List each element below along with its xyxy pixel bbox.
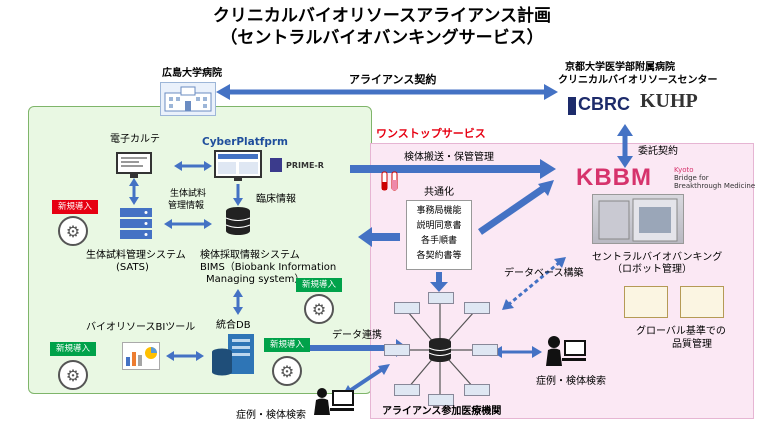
one-stop-panel: [370, 143, 754, 419]
database-hub-icon: [426, 336, 454, 364]
gear-icon: ⚙: [58, 216, 88, 246]
emr-label: 電子カルテ: [110, 134, 160, 145]
consignment-arrow: [617, 124, 633, 168]
db-build-arrow: [502, 257, 566, 310]
bims-line1: 検体採取情報システム: [200, 250, 300, 261]
common-item: 説明同意書: [416, 221, 462, 231]
integrated-db-label: 統合DB: [216, 320, 251, 331]
new-badge-bi: 新規導入: [50, 342, 97, 356]
cbrc-logo-text: CBRC: [578, 94, 630, 114]
sats-line1: 生体試料管理システム: [86, 250, 186, 261]
cyberplatform-label: CyberPlatfprm: [202, 136, 288, 148]
alliance-members-label: アライアンス参加医療機関: [382, 406, 502, 417]
kbbm-logo-text: KBBM: [576, 164, 652, 191]
db-build-label: データベース構築: [504, 268, 584, 279]
kuhp-logo: KUHP: [640, 90, 706, 120]
clinic-icon: [428, 394, 454, 406]
new-badge-db: 新規導入: [264, 338, 311, 352]
sats-bims-arrow: [164, 219, 212, 229]
case-search-right-label: 症例・検体検索: [536, 376, 606, 387]
bims-db-arrow: [233, 289, 243, 315]
common-item: 各手順書: [420, 236, 457, 246]
global-quality-line2: 品質管理: [672, 339, 712, 350]
clinic-icon: [428, 292, 454, 304]
new-badge-bims: 新規導入: [296, 278, 343, 292]
central-banking-line1: セントラルバイオバンキング: [592, 252, 723, 263]
alliance-contract-label: アライアンス契約: [349, 73, 437, 86]
researcher-icon: [546, 334, 586, 368]
clinic-icon: [464, 384, 490, 396]
specimen-transport-arrow: [350, 159, 556, 179]
hiroshima-label: 広島大学病院: [162, 68, 222, 79]
global-quality-line1: グローバル基準での: [636, 326, 726, 337]
bi-db-arrow: [166, 351, 204, 361]
common-down-arrow: [430, 272, 448, 292]
common-item: 各契約書等: [416, 251, 462, 261]
page-title-line2: （セントラルバイオバンキングサービス）: [220, 28, 544, 48]
dashboard-icon: [122, 342, 160, 370]
integrated-db-icon: [210, 334, 256, 376]
common-title: 共通化: [424, 187, 454, 198]
page-title-line1: クリニカルバイオリソースアライアンス計画: [212, 6, 552, 26]
kyoto-line1: 京都大学医学部附属病院: [565, 62, 675, 73]
researcher-icon: [314, 386, 354, 416]
cbrc-mark-icon: [568, 97, 576, 115]
new-badge-sats: 新規導入: [52, 200, 99, 214]
kuhp-logo-text: KUHP: [640, 90, 698, 112]
clinic-icon: [394, 384, 420, 396]
cbrc-logo: CBRC: [564, 92, 634, 120]
database-icon: [224, 206, 252, 236]
clinic-icon: [394, 302, 420, 314]
common-to-kbbm-arrow: [478, 180, 554, 235]
bims-line2: BIMS（Biobank Information: [200, 262, 337, 273]
specimen-transport-label: 検体搬送・保管管理: [404, 152, 494, 163]
alliance-arrow: [216, 84, 558, 100]
cyber-bims-arrow: [233, 184, 243, 206]
bims-line3: Managing system）: [206, 274, 305, 285]
prime-r-text: PRIME-R: [286, 161, 324, 170]
emr-sats-arrow: [129, 178, 139, 205]
hospital-building-icon: [160, 82, 216, 116]
kbbm-sub1: Kyoto: [674, 166, 694, 174]
gear-icon: ⚙: [304, 294, 334, 324]
clinic-icon: [472, 344, 498, 356]
common-item: 事務局機能: [416, 206, 462, 216]
test-tube-icon: [378, 170, 402, 194]
clinic-icon: [464, 302, 490, 314]
kbbm-sub3: Breakthrough Medicine: [674, 182, 756, 190]
bio-specimen-mgmt-line1: 生体試料: [170, 189, 207, 199]
prime-r-mark-icon: [270, 158, 282, 172]
server-icon: [118, 206, 154, 242]
case-search-left-label: 症例・検体検索: [236, 410, 306, 421]
clinical-info-label: 臨床情報: [256, 194, 296, 205]
certificate-icon: [680, 286, 724, 318]
kbbm-sub2: Bridge for: [674, 174, 709, 182]
common-to-bims-arrow: [358, 227, 400, 247]
common-box: 事務局機能 説明同意書 各手順書 各契約書等: [406, 200, 472, 270]
certificate-icon: [624, 286, 668, 318]
case-search-right-arrow: [492, 346, 542, 358]
gear-icon: ⚙: [272, 356, 302, 386]
bi-tool-label: バイオリソースBIツール: [86, 322, 196, 333]
one-stop-label: ワンストップサービス: [376, 127, 486, 140]
data-link-label: データ連携: [332, 330, 382, 341]
gear-icon: ⚙: [58, 360, 88, 390]
robot-storage-icon: [592, 194, 684, 244]
consignment-label: 委託契約: [638, 146, 678, 157]
prime-r-logo: PRIME-R: [270, 156, 324, 176]
kyoto-line2: クリニカルバイオリソースセンター: [558, 75, 718, 86]
cyberplatform-screen-icon: [214, 150, 262, 182]
central-banking-line2: （ロボット管理）: [612, 264, 692, 275]
kbbm-logo: KBBM Kyoto Bridge for Breakthrough Medic…: [562, 164, 756, 192]
monitor-icon: [116, 152, 152, 180]
clinic-icon: [384, 344, 410, 356]
bio-specimen-mgmt-line2: 管理情報: [168, 201, 205, 211]
sats-line2: (SATS): [116, 262, 149, 273]
emr-cyber-arrow: [174, 161, 212, 171]
